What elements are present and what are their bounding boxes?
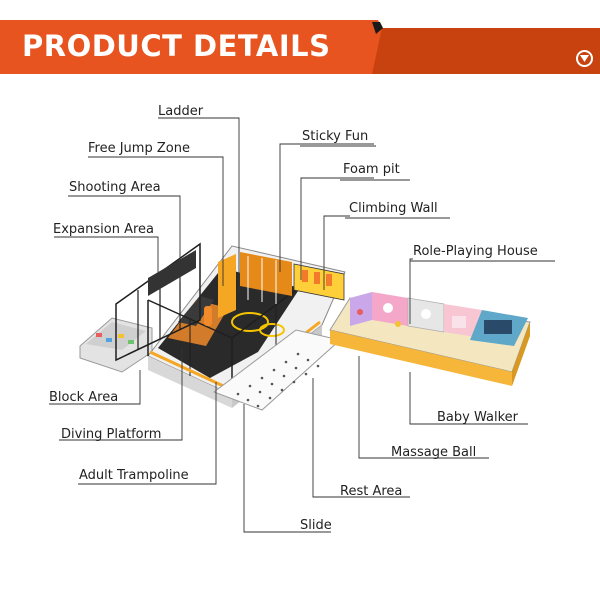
label-role-playing-house: Role-Playing House [413,244,538,259]
label-slide: Slide [300,518,332,533]
label-diving-platform: Diving Platform [61,427,162,442]
label-massage-ball: Massage Ball [391,445,477,460]
page-title: PRODUCT DETAILS [22,29,331,63]
label-adult-trampoline: Adult Trampoline [79,468,189,483]
label-climbing-wall: Climbing Wall [349,201,438,216]
banner-shape [0,20,600,74]
label-ladder: Ladder [158,104,204,119]
chevron-down-circle-icon[interactable] [576,50,593,67]
header-banner: PRODUCT DETAILS [0,0,600,74]
label-baby-walker: Baby Walker [437,410,518,425]
label-rest-area: Rest Area [340,484,403,499]
label-underlines [300,145,555,262]
leader-lines [49,117,528,533]
label-shooting-area: Shooting Area [69,180,161,195]
label-block-area: Block Area [49,390,119,405]
label-expansion-area: Expansion Area [53,222,154,237]
label-foam-pit: Foam pit [343,162,400,177]
role-playing-house-strip [329,292,531,386]
label-free-jump-zone: Free Jump Zone [88,141,190,156]
label-sticky-fun: Sticky Fun [302,129,369,144]
